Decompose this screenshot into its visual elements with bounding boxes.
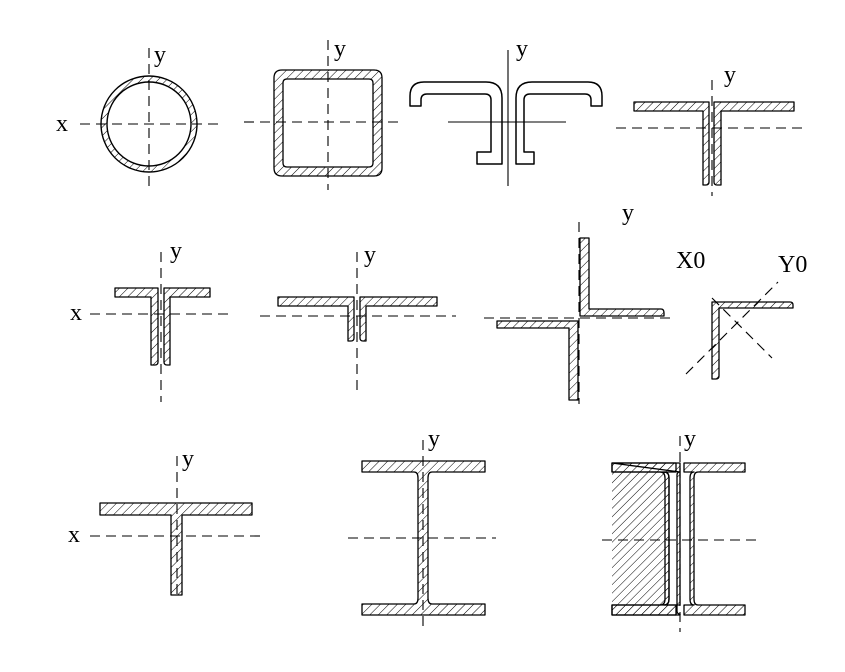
x0-axis-label: X0 bbox=[676, 248, 705, 274]
single-angle-section: X0 Y0 bbox=[676, 248, 807, 380]
y-axis-label-star: y bbox=[622, 200, 634, 226]
y-axis-label: y bbox=[428, 426, 440, 452]
double-angle-tee-section: y y bbox=[616, 62, 806, 226]
tee-section: x y bbox=[68, 446, 262, 600]
y-axis-label: y bbox=[170, 238, 182, 264]
y-axis-label: y bbox=[684, 426, 696, 452]
x-axis-label: x bbox=[68, 522, 80, 548]
y-axis-label: y bbox=[182, 446, 194, 472]
i-section: y bbox=[348, 426, 496, 632]
double-lipped-channel-section: y bbox=[409, 36, 603, 186]
y-axis-label: y bbox=[154, 42, 166, 68]
double-angle-star-section bbox=[484, 222, 676, 404]
double-angle-tee-unequal-section: x y bbox=[70, 238, 234, 402]
y-axis-label: y bbox=[516, 36, 528, 62]
y0-axis-label: Y0 bbox=[778, 252, 807, 278]
y0-axis bbox=[685, 281, 779, 375]
double-angle-tee-short-leg-section: y bbox=[260, 242, 456, 396]
circular-tube-section: x y bbox=[56, 42, 222, 190]
square-tube-section: y bbox=[244, 36, 404, 190]
x0-axis bbox=[711, 297, 773, 359]
x-axis-label: x bbox=[70, 300, 82, 326]
y-axis-label: y bbox=[724, 62, 736, 88]
y-axis-label: y bbox=[364, 242, 376, 268]
built-up-i-section: y bbox=[602, 426, 758, 632]
x-axis-label: x bbox=[56, 111, 68, 137]
y-axis-label: y bbox=[334, 36, 346, 62]
